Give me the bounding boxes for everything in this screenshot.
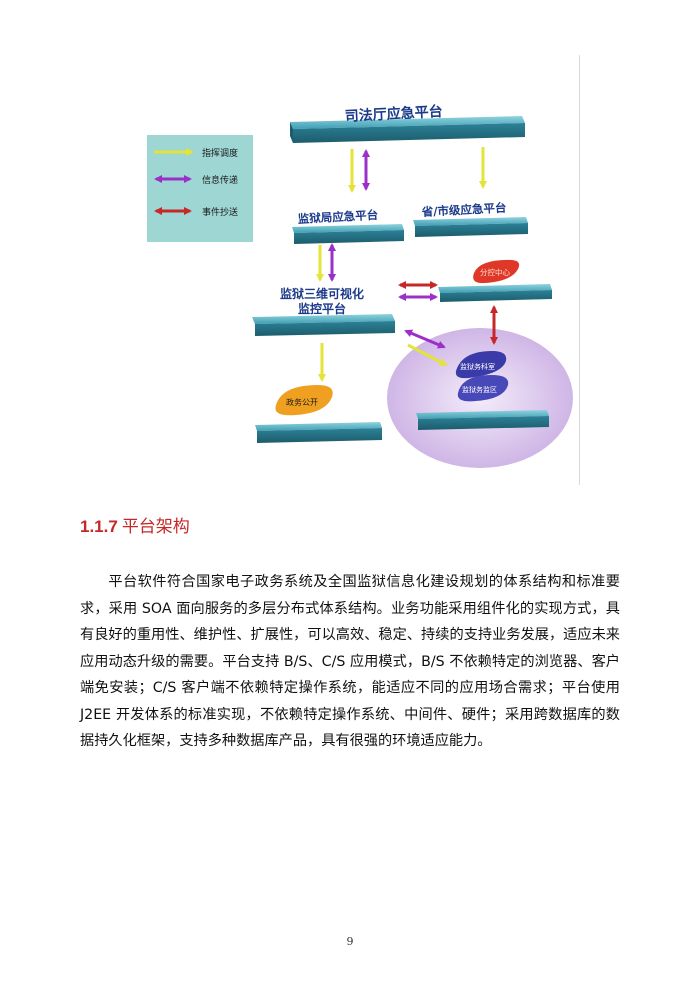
judicial-platform: 司法厅应急平台 xyxy=(290,103,525,143)
legend-item-dispatch: 指挥调度 xyxy=(154,147,238,159)
figure-right-border xyxy=(579,55,580,485)
prison-bureau-label: 监狱局应急平台 xyxy=(297,208,378,226)
provincial-label: 省/市级应急平台 xyxy=(420,201,506,219)
section-number: 1.1.7 xyxy=(80,517,118,536)
legend: 指挥调度 信息传递 事件抄送 xyxy=(147,135,253,242)
visual-label-line1: 监狱三维可视化 xyxy=(280,286,364,301)
architecture-diagram: 指挥调度 信息传递 事件抄送 司法厅应急平台 监狱局应急平台 xyxy=(140,55,580,485)
page-number: 9 xyxy=(346,935,354,948)
arrow-visual-group-dispatch xyxy=(407,343,448,367)
diagram-canvas: 指挥调度 信息传递 事件抄送 司法厅应急平台 监狱局应急平台 xyxy=(147,103,573,468)
judicial-label: 司法厅应急平台 xyxy=(344,103,443,125)
legend-label-info: 信息传递 xyxy=(202,174,238,186)
legend-item-info: 信息传递 xyxy=(154,174,238,186)
provincial-platform: 省/市级应急平台 xyxy=(413,201,528,237)
legend-label-event: 事件抄送 xyxy=(202,206,238,218)
dispatch-center-label: 分控中心 xyxy=(480,267,510,277)
prison-affairs-label: 监狱务科室 xyxy=(460,362,495,371)
prison-bureau-platform: 监狱局应急平台 xyxy=(292,208,404,244)
gov-public: 政务公开 xyxy=(255,385,382,443)
visual-label-line2: 监控平台 xyxy=(298,301,346,316)
legend-label-dispatch: 指挥调度 xyxy=(202,147,238,159)
gov-public-label: 政务公开 xyxy=(286,397,318,407)
arrow-visual-group-info xyxy=(404,329,446,349)
dispatch-center: 分控中心 xyxy=(438,259,552,302)
section-title: 平台架构 xyxy=(121,517,190,537)
body-paragraph: 平台软件符合国家电子政务系统及全国监狱信息化建设规划的体系结构和标准要求，采用 … xyxy=(80,574,620,750)
visual-monitoring-platform: 监狱三维可视化 监控平台 xyxy=(252,286,395,336)
legend-item-event: 事件抄送 xyxy=(154,206,238,218)
prison-area-label: 监狱务监区 xyxy=(462,385,497,394)
prison-affairs-group: 监狱务科室 监狱务监区 xyxy=(387,328,573,468)
